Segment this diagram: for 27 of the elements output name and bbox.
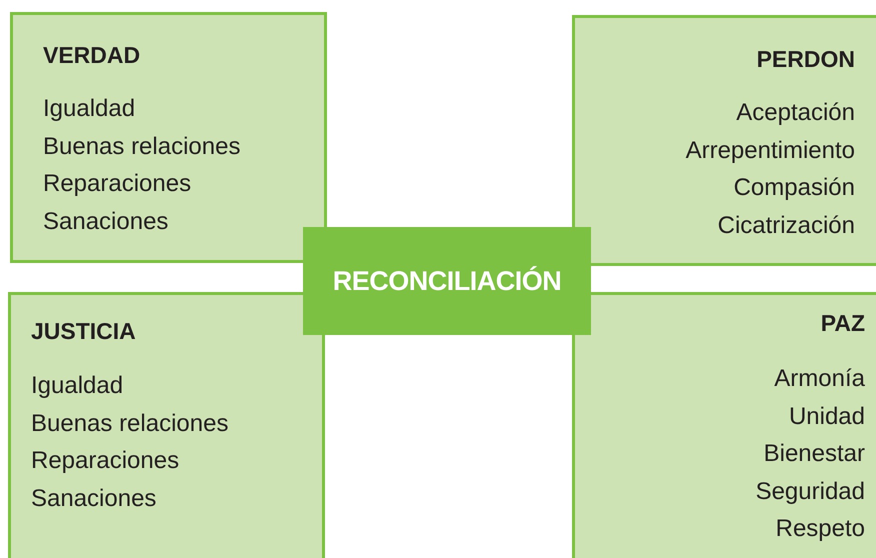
category-panel <box>10 12 327 263</box>
list-item: Reparaciones <box>31 447 180 475</box>
list-item: Bienestar <box>764 440 865 468</box>
category-panel <box>572 292 876 558</box>
list-item: Cicatrización <box>718 212 855 240</box>
panel-title: RECONCILIACIÓN <box>332 266 562 296</box>
category-panel <box>8 292 325 558</box>
list-item: Sanaciones <box>43 208 168 236</box>
list-item: Seguridad <box>756 478 865 506</box>
list-item: Aceptación <box>736 99 855 127</box>
panel-heading: PAZ <box>820 310 865 337</box>
title-box <box>303 227 591 335</box>
list-item: Respeto <box>776 515 865 543</box>
list-item: Igualdad <box>43 95 136 123</box>
list-item: Arrepentimiento <box>686 136 855 164</box>
panel-heading: VERDAD <box>43 42 140 69</box>
list-item: Unidad <box>788 402 865 430</box>
panel-heading: PERDON <box>756 46 855 73</box>
list-item: Armonía <box>774 365 865 393</box>
list-item: Buenas relaciones <box>31 410 228 438</box>
category-panel <box>572 15 876 266</box>
list-item: Reparaciones <box>43 170 192 198</box>
list-item: Buenas relaciones <box>43 132 240 160</box>
list-item: Sanaciones <box>31 484 156 512</box>
list-item: Igualdad <box>31 372 124 400</box>
list-item: Compasión <box>734 174 855 202</box>
panel-heading: JUSTICIA <box>31 318 136 345</box>
